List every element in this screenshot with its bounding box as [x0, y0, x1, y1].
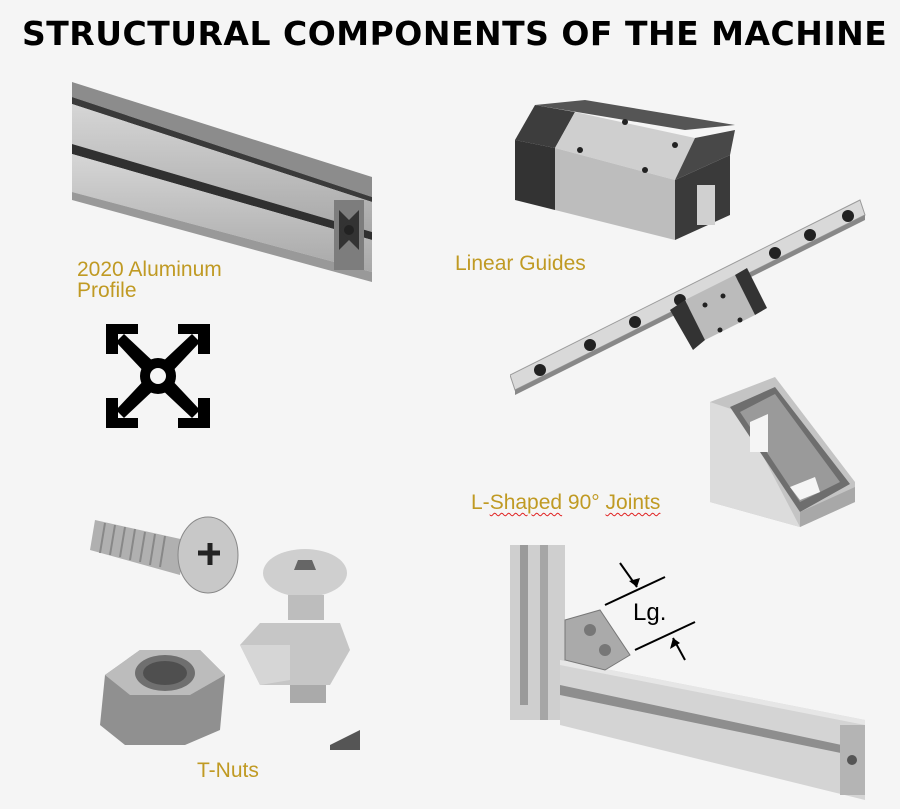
- frame-corner-image: Lg.: [510, 545, 865, 800]
- linear-rail-image: [510, 199, 866, 395]
- page-title: STRUCTURAL COMPONENTS OF THE MACHINE: [22, 14, 888, 53]
- label-part: Shaped: [489, 491, 563, 514]
- label-line: Profile: [77, 279, 137, 302]
- label-aluminum-profile: 2020 Aluminum Profile: [77, 259, 222, 301]
- linear-guide-block-image: [515, 100, 735, 240]
- fasteners-image: [90, 516, 360, 750]
- profile-cross-section-icon: [106, 324, 210, 428]
- label-part: L-: [471, 491, 490, 514]
- label-linear-guides: Linear Guides: [455, 252, 586, 275]
- dimension-label: Lg.: [633, 599, 666, 626]
- label-l-joints: L-Shaped 90° Joints: [471, 492, 660, 513]
- label-part: Joints: [605, 491, 661, 514]
- l-bracket-image: [710, 377, 855, 527]
- aluminum-profile-image: [72, 82, 372, 282]
- label-t-nuts: T-Nuts: [197, 759, 259, 782]
- label-part: 90°: [562, 491, 606, 514]
- label-line: 2020 Aluminum: [77, 258, 222, 281]
